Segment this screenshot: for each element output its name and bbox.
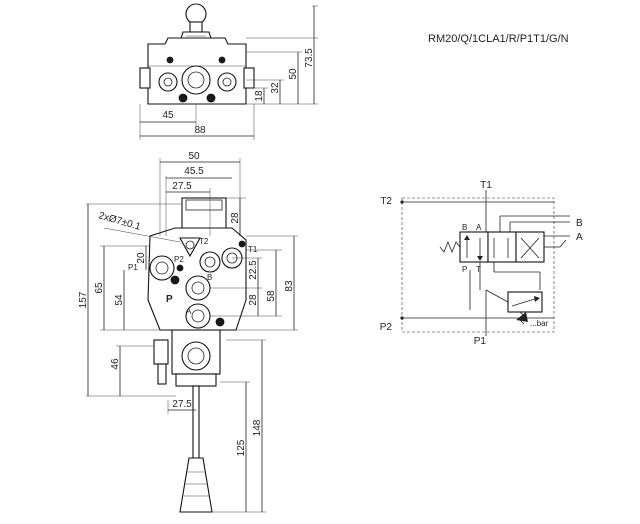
dim-front-50: 50 [188, 151, 200, 162]
top-port-center [181, 65, 211, 95]
dim-front-125: 125 [236, 439, 247, 456]
dim-front-46: 46 [110, 358, 121, 370]
dim-front-27-5-top: 27.5 [172, 181, 192, 192]
valve-pos-center [487, 231, 517, 263]
port-t2-triangle [179, 237, 201, 258]
dim-top-73-5: 73.5 [304, 48, 315, 68]
dim-front-58: 58 [266, 290, 277, 302]
dim-top-88: 88 [194, 125, 206, 136]
dim-front-157: 157 [78, 291, 89, 308]
label-a-out: A [576, 232, 583, 243]
valve-pos-left [459, 231, 489, 263]
port-p1-left [149, 255, 175, 281]
dim-front-148: 148 [252, 419, 263, 436]
port-b [199, 251, 221, 273]
model-code: RM20/Q/1CLA1/R/P1T1/G/N [428, 33, 569, 45]
dim-front-54: 54 [114, 294, 125, 306]
valve-pos-right [515, 231, 545, 263]
dim-front-22-5: 22.5 [248, 260, 259, 280]
dim-top-32: 32 [270, 82, 281, 94]
top-port-left [158, 72, 178, 92]
valve-label-a: A [476, 223, 482, 232]
lever-handle [179, 457, 213, 513]
dim-front-20: 20 [136, 252, 147, 264]
valve-label-t: T [476, 265, 481, 274]
dim-front-28-top: 28 [230, 212, 241, 224]
dim-front-45-5: 45.5 [184, 166, 204, 177]
label-p2: P2 [174, 255, 184, 264]
top-view: 73.5 50 32 18 45 88 [139, 3, 318, 140]
side-detent [153, 339, 169, 365]
top-port-right [217, 72, 237, 92]
lever-rod [192, 385, 200, 459]
dim-front-83: 83 [284, 280, 295, 292]
label-t2: T2 [380, 196, 392, 207]
label-b-out: B [576, 218, 583, 229]
label-p2: P2 [380, 322, 393, 333]
lever-knob-top [185, 3, 207, 25]
label-b: B [207, 273, 212, 282]
spring-symbol [439, 240, 461, 254]
label-p: P [166, 294, 173, 305]
dim-front-27-5-bottom: 27.5 [172, 399, 192, 410]
front-view: T2 P1 T1 P2 B A P 50 45.5 27.5 28 [78, 151, 298, 513]
valve-label-b: B [462, 223, 467, 232]
dim-top-50: 50 [288, 68, 299, 80]
label-p1: P1 [128, 263, 138, 272]
label-p1: P1 [474, 336, 487, 347]
label-t1: T1 [480, 180, 492, 191]
dim-holes: 2xØ7±0.1 [97, 210, 142, 233]
label-t1: T1 [248, 245, 258, 254]
label-relief: ...bar [530, 319, 549, 328]
valve-label-p: P [462, 265, 467, 274]
label-t2: T2 [199, 237, 209, 246]
dim-front-65: 65 [94, 282, 105, 294]
dim-top-45: 45 [162, 110, 174, 121]
dim-front-28-mid: 28 [248, 294, 259, 306]
dim-top-18: 18 [254, 90, 265, 102]
hydraulic-schematic: B A P T B A ...bar T1 T2 P1 P2 [380, 180, 583, 347]
label-a: A [186, 307, 192, 316]
schematic-frame [401, 197, 555, 333]
